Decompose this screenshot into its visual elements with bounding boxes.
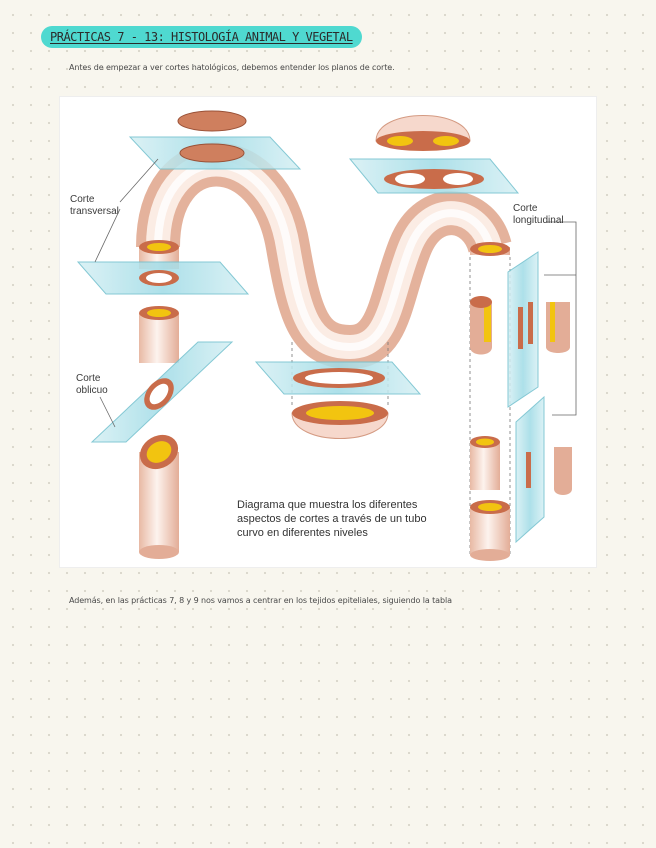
left-tube-segments — [139, 240, 179, 559]
intro-paragraph: Antes de empezar a ver cortes hatológico… — [69, 63, 395, 72]
plane-top-left — [128, 136, 302, 170]
top-right-dome — [348, 115, 520, 194]
right-tube-segments — [469, 221, 577, 561]
top-cut-disc — [177, 110, 247, 132]
label-corte-transversal-2: transversal — [70, 206, 119, 217]
tube-diagram-svg: Corte transversal Corte longitudinal Cor… — [70, 110, 577, 561]
page-title: PRÁCTICAS 7 - 13: HISTOLOGÍA ANIMAL Y VE… — [41, 26, 362, 48]
label-corte-oblicuo-1: Corte — [76, 373, 101, 384]
plane-transversal-left — [76, 261, 250, 295]
section-planes-diagram: Corte transversal Corte longitudinal Cor… — [60, 97, 596, 567]
bottom-middle-cut — [254, 342, 422, 439]
plane-oblique — [90, 341, 234, 443]
figure-caption-line-1: Diagrama que muestra los diferentes — [237, 499, 418, 511]
figure-caption-line-2: aspectos de cortes a través de un tubo — [237, 513, 427, 525]
outro-paragraph: Además, en las prácticas 7, 8 y 9 nos va… — [69, 596, 452, 605]
label-corte-longitudinal-2: longitudinal — [513, 215, 564, 226]
label-corte-oblicuo-2: oblicuo — [76, 385, 108, 396]
label-pointers — [94, 158, 159, 428]
label-corte-longitudinal-1: Corte — [513, 203, 538, 214]
label-corte-transversal-1: Corte — [70, 194, 95, 205]
figure-caption-line-3: curvo en diferentes niveles — [237, 527, 368, 539]
